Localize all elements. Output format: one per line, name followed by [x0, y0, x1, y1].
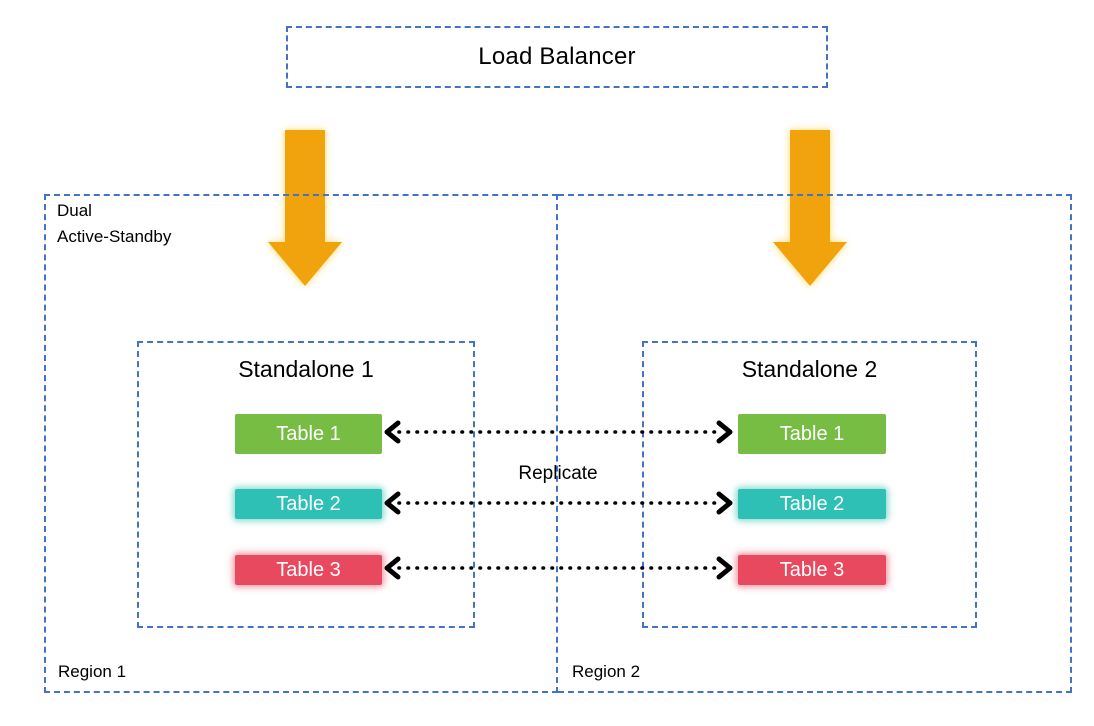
standalone-1-title: Standalone 1 — [238, 356, 374, 382]
table-chip-label: Table 2 — [779, 492, 845, 515]
region-1-label: Region 1 — [58, 662, 127, 681]
dual-label-line2: Active-Standby — [57, 227, 172, 246]
table-chip-table2: Table 2 — [738, 489, 886, 519]
table-chip-label: Table 1 — [276, 422, 341, 445]
table-chip-label: Table 3 — [779, 558, 845, 581]
down-arrow-icon — [268, 130, 342, 286]
down-arrow-shape — [268, 130, 342, 286]
region-2-box — [558, 194, 1072, 693]
table-chip-table1: Table 1 — [738, 414, 886, 454]
region-2-label: Region 2 — [572, 662, 641, 681]
dual-active-standby-label: Dual Active-Standby — [57, 198, 171, 250]
down-arrow-shape — [773, 130, 847, 286]
down-arrow-icon — [773, 130, 847, 286]
table-chip-table3: Table 3 — [235, 555, 382, 585]
standalone-2-title: Standalone 2 — [741, 356, 878, 382]
table-chip-label: Table 1 — [779, 422, 845, 445]
table-chip-table3: Table 3 — [738, 555, 886, 585]
load-balancer-box: Load Balancer — [286, 26, 828, 88]
region-1-box — [44, 194, 558, 693]
replicate-label: Replicate — [518, 463, 598, 484]
table-chip-table2: Table 2 — [235, 489, 382, 519]
table-chip-label: Table 3 — [276, 558, 341, 581]
standalone-2-box: Standalone 2 Table 1 Table 2 Table 3 — [642, 341, 977, 628]
load-balancer-label: Load Balancer — [478, 43, 636, 70]
table-chip-table1: Table 1 — [235, 414, 382, 454]
dual-label-line1: Dual — [57, 201, 92, 220]
standalone-1-box: Standalone 1 Table 1 Table 2 Table 3 — [137, 341, 475, 628]
table-chip-label: Table 2 — [276, 492, 341, 515]
